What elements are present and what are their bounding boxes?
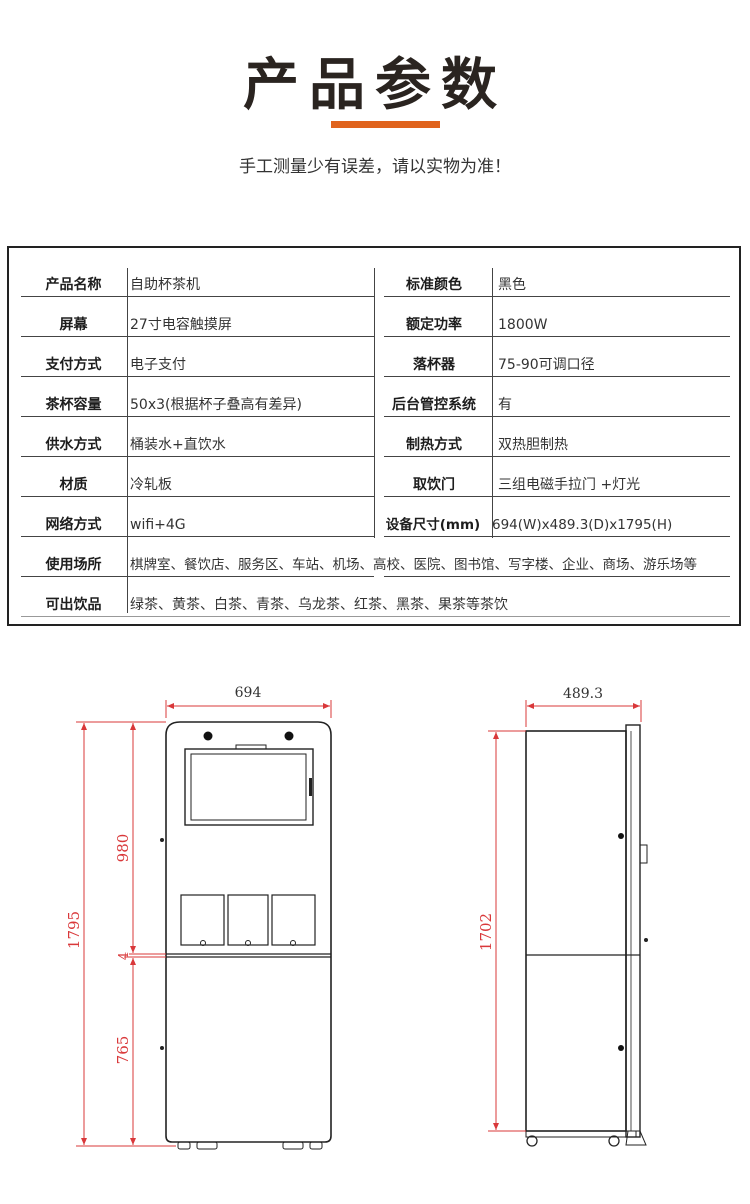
row-divider xyxy=(384,336,730,337)
spec-label: 制热方式 xyxy=(406,437,462,453)
dim-front-lower: 765 xyxy=(114,1036,132,1065)
spec-value: 27寸电容触摸屏 xyxy=(130,317,232,333)
dim-side-height: 1702 xyxy=(477,913,495,951)
spec-value: 棋牌室、餐饮店、服务区、车站、机场、高校、医院、图书馆、写字楼、企业、商场、游乐… xyxy=(130,557,697,573)
spec-value: 1800W xyxy=(498,317,548,333)
spec-label: 落杯器 xyxy=(413,357,455,373)
side-view xyxy=(525,724,648,1147)
spec-row: 可出饮品 绿茶、黄茶、白茶、青茶、乌龙茶、红茶、黑茶、果茶等茶饮 xyxy=(9,585,739,625)
row-divider xyxy=(384,296,730,297)
spec-row: 茶杯容量 50x3(根据杯子叠高有差异) 后台管控系统 有 xyxy=(9,385,739,425)
spec-row: 支付方式 电子支付 落杯器 75-90可调口径 xyxy=(9,345,739,385)
spec-label: 标准颜色 xyxy=(406,277,462,293)
row-divider xyxy=(384,416,730,417)
spec-value: 桶装水+直饮水 xyxy=(130,437,226,453)
row-divider xyxy=(384,536,730,537)
spec-label: 设备尺寸(mm) xyxy=(385,517,481,533)
page-title: 产品参数 xyxy=(243,53,507,118)
spec-value: 绿茶、黄茶、白茶、青茶、乌龙茶、红茶、黑茶、果茶等茶饮 xyxy=(130,597,508,613)
column-divider xyxy=(492,268,493,538)
spec-value: 三组电磁手拉门 +灯光 xyxy=(498,477,641,493)
spec-label: 后台管控系统 xyxy=(392,397,476,413)
spec-label: 可出饮品 xyxy=(45,597,102,613)
row-divider xyxy=(21,336,374,337)
row-divider xyxy=(21,456,374,457)
row-divider xyxy=(384,376,730,377)
row-divider xyxy=(21,416,374,417)
spec-row: 网络方式 wifi+4G 设备尺寸(mm) 694(W)x489.3(D)x17… xyxy=(9,505,739,545)
dim-front-height: 1795 xyxy=(65,911,83,949)
spec-label: 材质 xyxy=(59,477,88,493)
spec-value: 694(W)x489.3(D)x1795(H) xyxy=(492,517,673,533)
spec-label: 使用场所 xyxy=(45,557,102,573)
row-divider xyxy=(21,496,374,497)
spec-value: 黑色 xyxy=(498,277,526,293)
spec-label: 产品名称 xyxy=(45,277,102,293)
spec-row: 供水方式 桶装水+直饮水 制热方式 双热胆制热 xyxy=(9,425,739,465)
spec-label: 供水方式 xyxy=(45,437,102,453)
spec-label: 网络方式 xyxy=(45,517,102,533)
row-divider xyxy=(384,576,730,577)
title-accent-bar xyxy=(331,121,440,128)
dim-front-upper: 980 xyxy=(114,834,132,863)
spec-row: 使用场所 棋牌室、餐饮店、服务区、车站、机场、高校、医院、图书馆、写字楼、企业、… xyxy=(9,545,739,585)
spec-value: wifi+4G xyxy=(130,517,186,533)
spec-value: 自助杯茶机 xyxy=(130,277,200,293)
dim-front-gap: 4 xyxy=(117,952,132,960)
row-divider xyxy=(384,456,730,457)
spec-value: 有 xyxy=(498,397,512,413)
front-view xyxy=(160,721,332,1150)
spec-value: 电子支付 xyxy=(130,357,186,373)
spec-label: 额定功率 xyxy=(406,317,462,333)
column-divider xyxy=(127,268,128,613)
spec-label: 取饮门 xyxy=(413,477,455,493)
spec-label: 支付方式 xyxy=(45,357,102,373)
spec-table: 产品名称 自助杯茶机 标准颜色 黑色 屏幕 27寸电容触摸屏 额定功率 1800… xyxy=(7,246,741,626)
spec-label: 茶杯容量 xyxy=(45,397,102,413)
row-divider xyxy=(21,296,374,297)
spec-value: 双热胆制热 xyxy=(498,437,568,453)
row-divider xyxy=(21,576,374,577)
column-divider xyxy=(374,268,375,538)
dimension-drawing: 694 1795 980 4 765 489.3 1702 xyxy=(65,685,648,1150)
spec-value: 冷轧板 xyxy=(130,477,172,493)
spec-label: 屏幕 xyxy=(59,317,88,333)
page-subtitle: 手工测量少有误差，请以实物为准！ xyxy=(239,157,511,177)
spec-row: 材质 冷轧板 取饮门 三组电磁手拉门 +灯光 xyxy=(9,465,739,505)
row-divider xyxy=(21,536,374,537)
dim-side-depth: 489.3 xyxy=(563,686,603,702)
spec-value: 75-90可调口径 xyxy=(498,357,595,373)
row-divider xyxy=(21,376,374,377)
row-divider xyxy=(21,616,730,617)
row-divider xyxy=(384,496,730,497)
spec-value: 50x3(根据杯子叠高有差异) xyxy=(130,397,302,413)
spec-row: 屏幕 27寸电容触摸屏 额定功率 1800W xyxy=(9,305,739,345)
dim-front-width: 694 xyxy=(235,685,262,701)
spec-row: 产品名称 自助杯茶机 标准颜色 黑色 xyxy=(9,265,739,305)
